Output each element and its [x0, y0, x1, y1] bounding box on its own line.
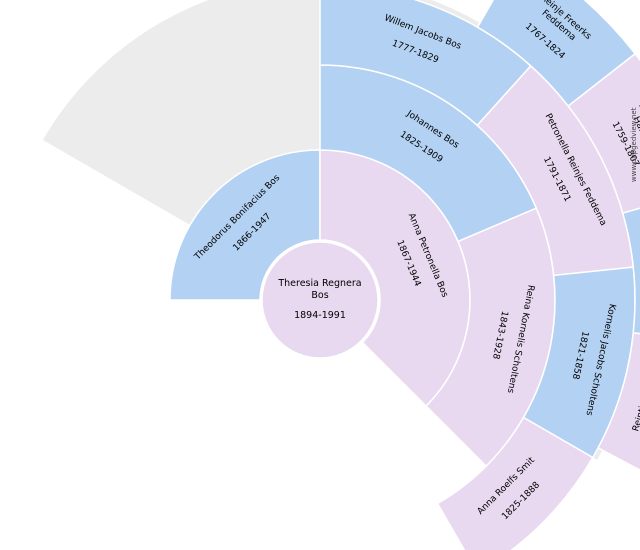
ancestor-segment[interactable] — [436, 416, 594, 550]
ancestor-p12[interactable]: Reintje ReinjesFeddema1794-1857 — [597, 332, 640, 488]
ancestor-segment[interactable] — [567, 52, 640, 215]
ancestor-p10[interactable]: Trijntje EissesHalsema1759-1807 — [567, 52, 640, 215]
root-person[interactable]: Theresia Regnera Bos 1894-1991 — [261, 241, 379, 359]
root-person-name-line2: Bos — [311, 290, 328, 301]
ancestor-segment[interactable] — [597, 332, 640, 488]
site-watermark: www.phpgedview.net — [630, 107, 638, 182]
ancestor-p11[interactable]: Jacob JansScholtens1790-1840 — [621, 190, 640, 342]
root-person-circle[interactable] — [261, 241, 379, 359]
root-person-years: 1894-1991 — [294, 310, 346, 321]
ancestor-segment[interactable] — [621, 190, 640, 342]
root-person-name-line1: Theresia Regnera — [277, 278, 361, 289]
ancestor-segment[interactable] — [169, 149, 321, 301]
